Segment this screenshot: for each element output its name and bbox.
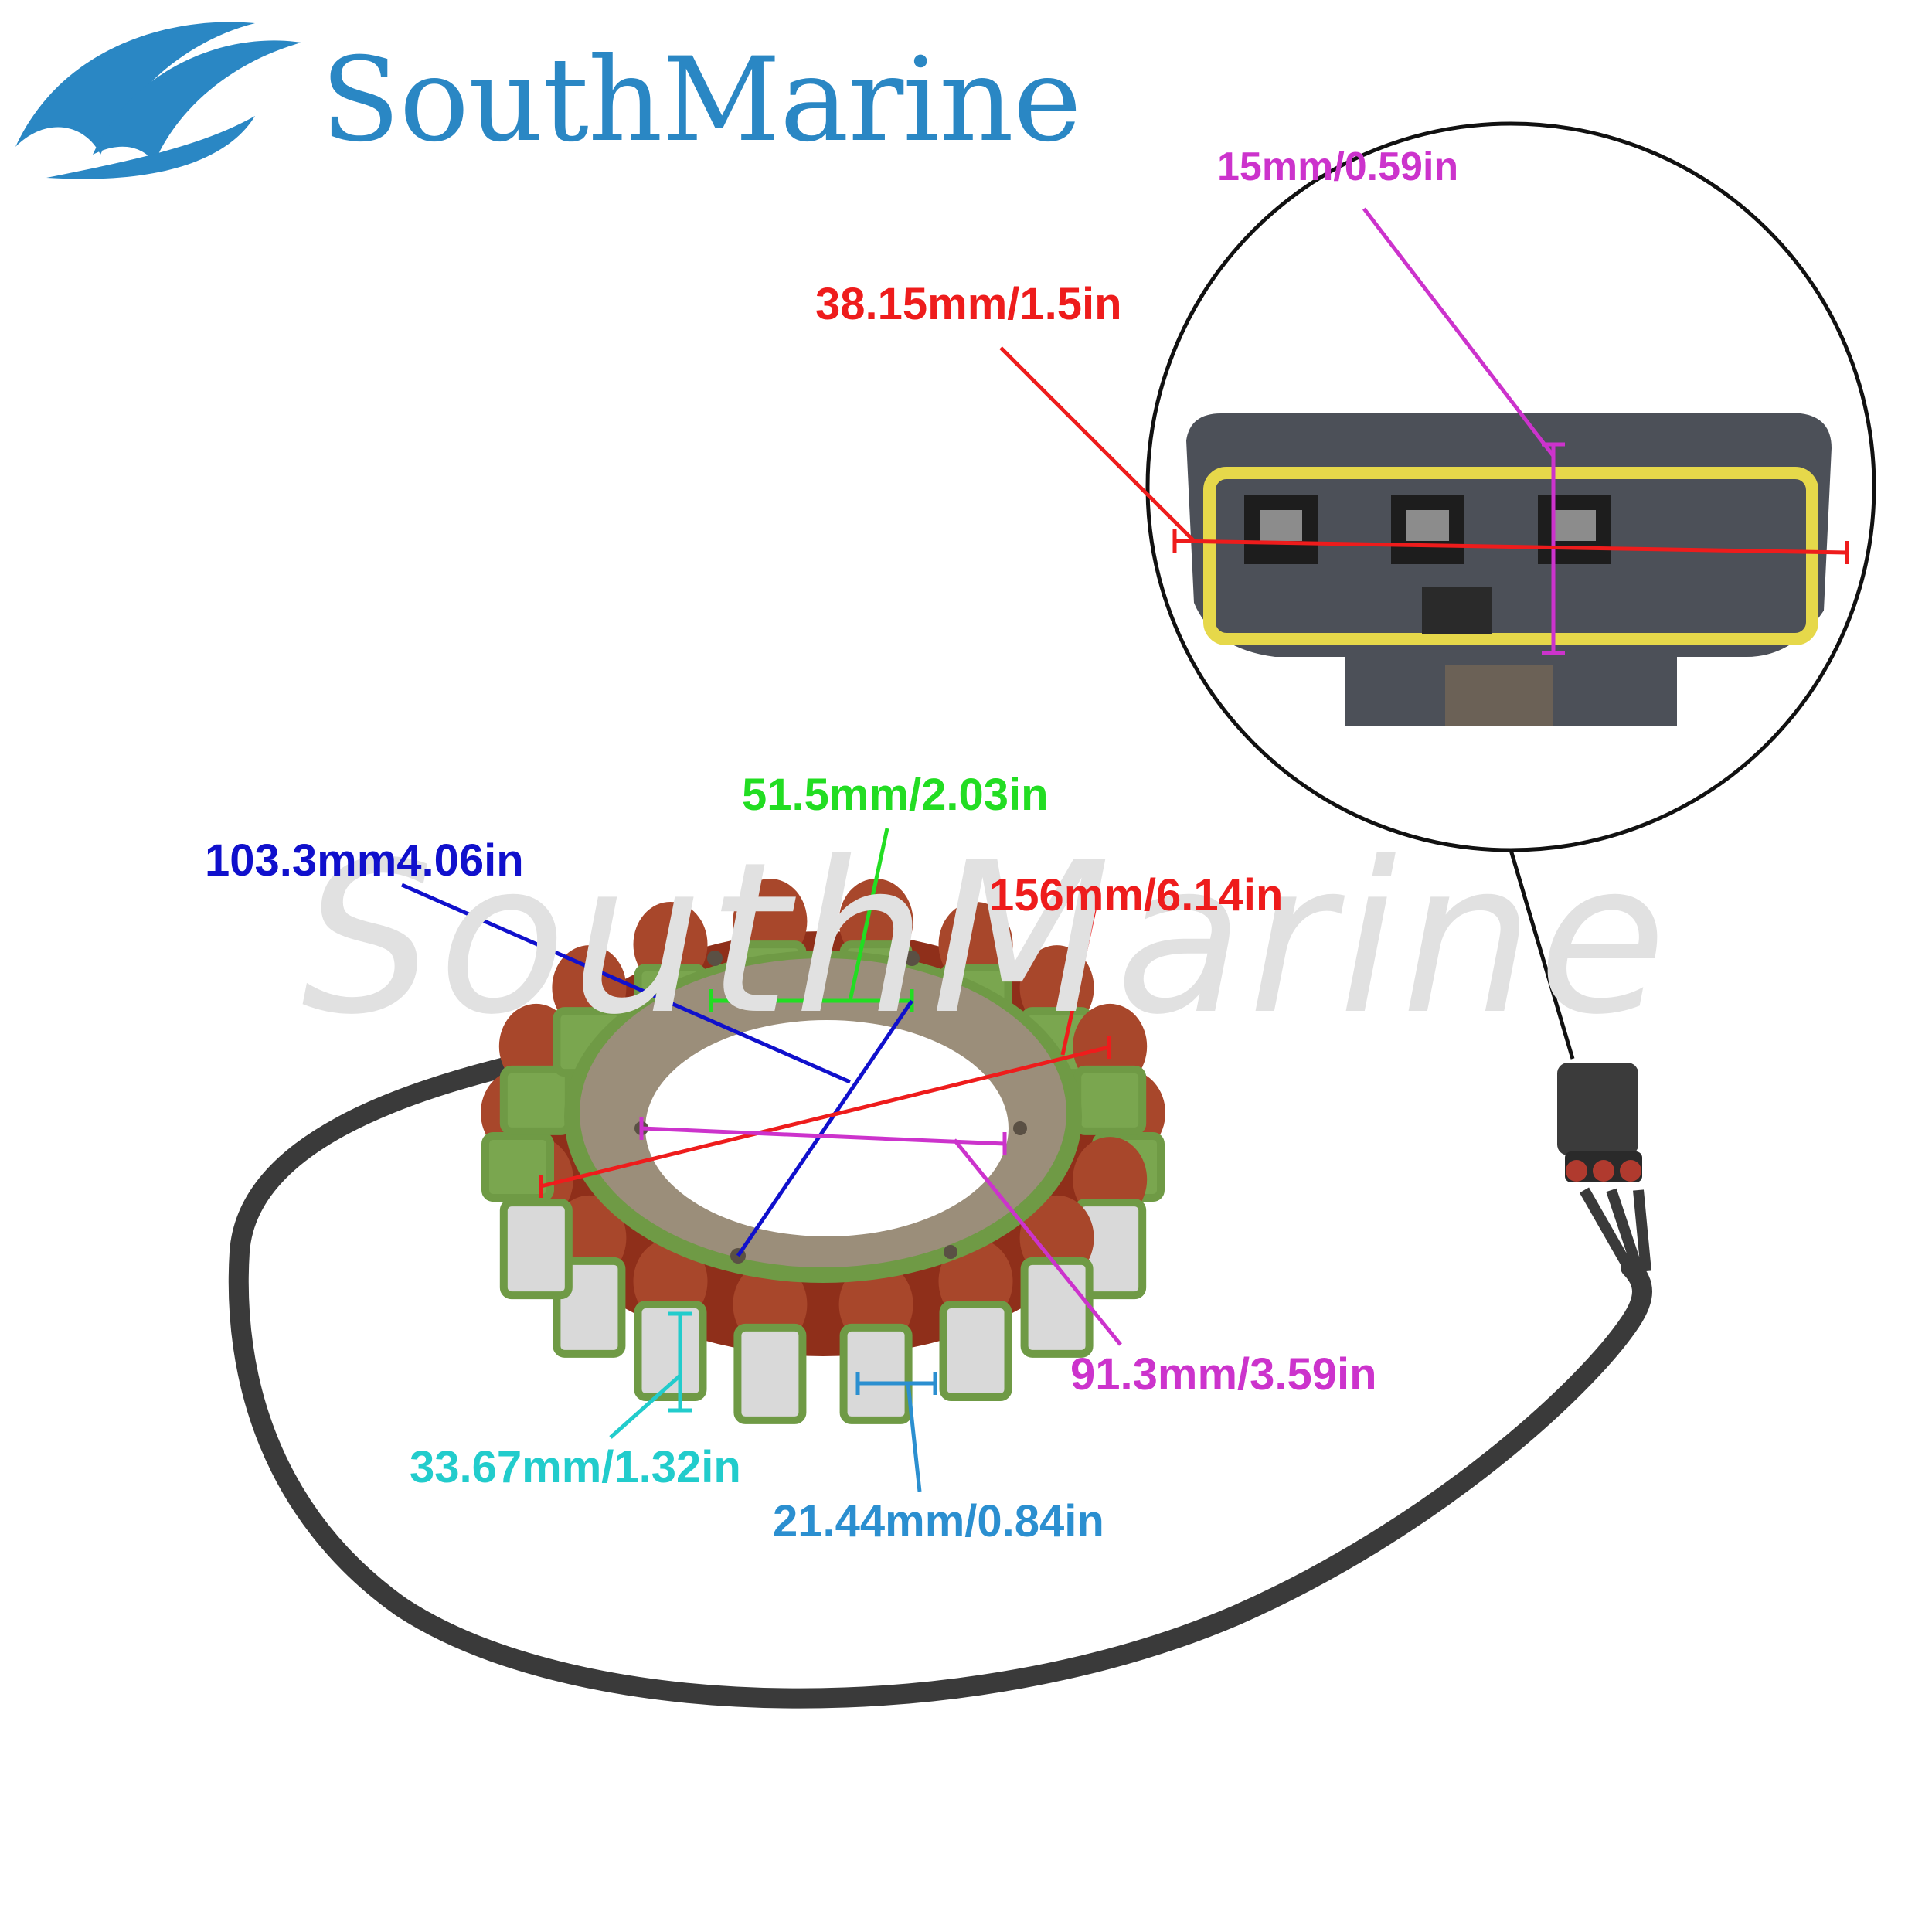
dim-bolt-spacing: 51.5mm/2.03in [742,770,1049,820]
stator-pole [481,1132,554,1202]
stator-pole [1073,1065,1147,1135]
dim-connector-width: 38.15mm/1.5in [815,279,1122,329]
stator-pole [939,1301,1012,1402]
dim-connector-height: 15mm/0.59in [1217,145,1459,189]
dim-inner-diameter: 91.3mm/3.59in [1070,1349,1377,1400]
stator-pole [733,1323,807,1424]
wave-logo-icon [15,22,301,179]
stator-pole [553,1257,626,1358]
dim-bolt-circle: 103.3mm4.06in [205,835,524,886]
stator-pole [634,1301,707,1402]
dim-pole-width: 21.44mm/0.84in [773,1496,1104,1546]
brand-name: SouthMarine [321,33,1082,168]
stator-pole [499,1199,573,1300]
stator-cable [228,1049,1652,1709]
watermark-text: SouthMarine [301,817,1672,1060]
stator-pole [1020,1257,1094,1358]
dim-outer-diameter: 156mm/6.14in [989,870,1284,920]
dim-pole-height: 33.67mm/1.32in [410,1442,741,1492]
stator-connector [1557,1063,1642,1182]
stator-pole [839,1323,913,1424]
stator-pole [499,1065,573,1135]
connector-detail-inset [1145,121,1876,852]
